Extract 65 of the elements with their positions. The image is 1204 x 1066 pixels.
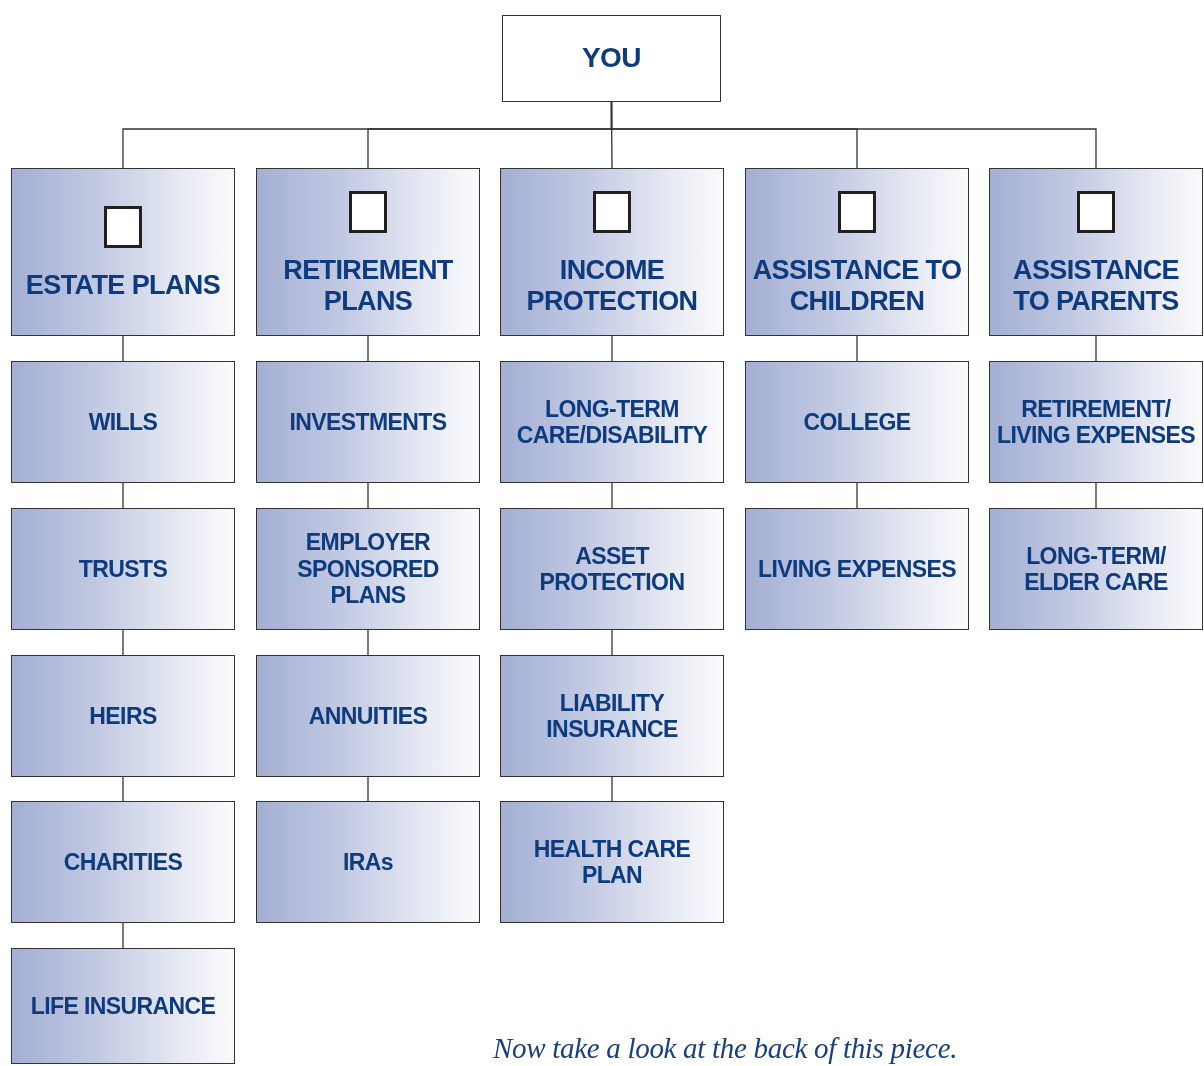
box-label: HEIRS xyxy=(89,702,157,730)
box-label: LIVING EXPENSES xyxy=(757,555,957,583)
item-box xyxy=(745,361,969,483)
connector-line xyxy=(611,482,613,509)
box-label: ASSISTANCE TO CHILDREN xyxy=(751,254,963,318)
box-label: RETIREMENT/ LIVING EXPENSES xyxy=(995,395,1197,449)
connector-line xyxy=(1095,482,1097,509)
box-label: COLLEGE xyxy=(803,408,911,436)
connector-line xyxy=(122,335,124,362)
box-label: ASSET PROTECTION xyxy=(538,542,686,596)
connector-line xyxy=(856,482,858,509)
box-label: TRUSTS xyxy=(78,555,168,583)
item-box xyxy=(989,361,1203,483)
box-label: CHARITIES xyxy=(63,848,183,876)
connector-line xyxy=(611,776,613,802)
caption: Now take a look at the back of this piece. xyxy=(493,1032,958,1065)
category-box xyxy=(11,168,235,336)
box-label: YOU xyxy=(582,42,641,75)
box-label: INCOME PROTECTION xyxy=(525,254,699,318)
connector-line xyxy=(122,629,124,656)
item-box xyxy=(745,508,969,630)
connector-line xyxy=(611,335,613,362)
connector-line xyxy=(856,335,858,362)
connector-line xyxy=(611,629,613,656)
item-box xyxy=(256,655,480,777)
category-box xyxy=(500,168,724,336)
connector-line xyxy=(610,101,1097,169)
connector-line xyxy=(367,335,369,362)
box-label: EMPLOYER SPONSORED PLANS xyxy=(296,529,440,609)
connector-line xyxy=(122,922,124,949)
box-label: WILLS xyxy=(88,408,158,436)
item-box xyxy=(256,508,480,630)
box-label: LIABILITY INSURANCE xyxy=(545,689,679,743)
category-box xyxy=(745,168,969,336)
box-label: LONG-TERM/ ELDER CARE xyxy=(1023,542,1169,596)
item-box xyxy=(500,655,724,777)
box-label: INVESTMENTS xyxy=(289,408,447,436)
item-box xyxy=(500,508,724,630)
item-box xyxy=(500,361,724,483)
box-label: IRAs xyxy=(343,848,393,876)
box-label: HEALTH CARE PLAN xyxy=(532,835,692,889)
box-label: RETIREMENT PLANS xyxy=(282,254,454,318)
connector-line xyxy=(367,776,369,802)
box-label: ASSISTANCE TO PARENTS xyxy=(1012,254,1180,318)
item-box xyxy=(11,508,235,630)
box-label: ANNUITIES xyxy=(308,702,428,730)
connector-line xyxy=(122,776,124,802)
box-label: LONG-TERM CARE/DISABILITY xyxy=(515,395,709,449)
connector-line xyxy=(1095,335,1097,362)
item-box xyxy=(11,948,235,1064)
item-box xyxy=(11,361,235,483)
category-box xyxy=(989,168,1203,336)
connector-line xyxy=(367,629,369,656)
root-box xyxy=(502,15,721,102)
box-label: ESTATE PLANS xyxy=(25,270,221,302)
item-box xyxy=(11,801,235,923)
item-box xyxy=(500,801,724,923)
item-box xyxy=(989,508,1203,630)
item-box xyxy=(256,801,480,923)
category-box xyxy=(256,168,480,336)
box-label: LIFE INSURANCE xyxy=(30,992,216,1020)
connector-line xyxy=(367,482,369,509)
item-box xyxy=(256,361,480,483)
connector-line xyxy=(122,482,124,509)
item-box xyxy=(11,655,235,777)
